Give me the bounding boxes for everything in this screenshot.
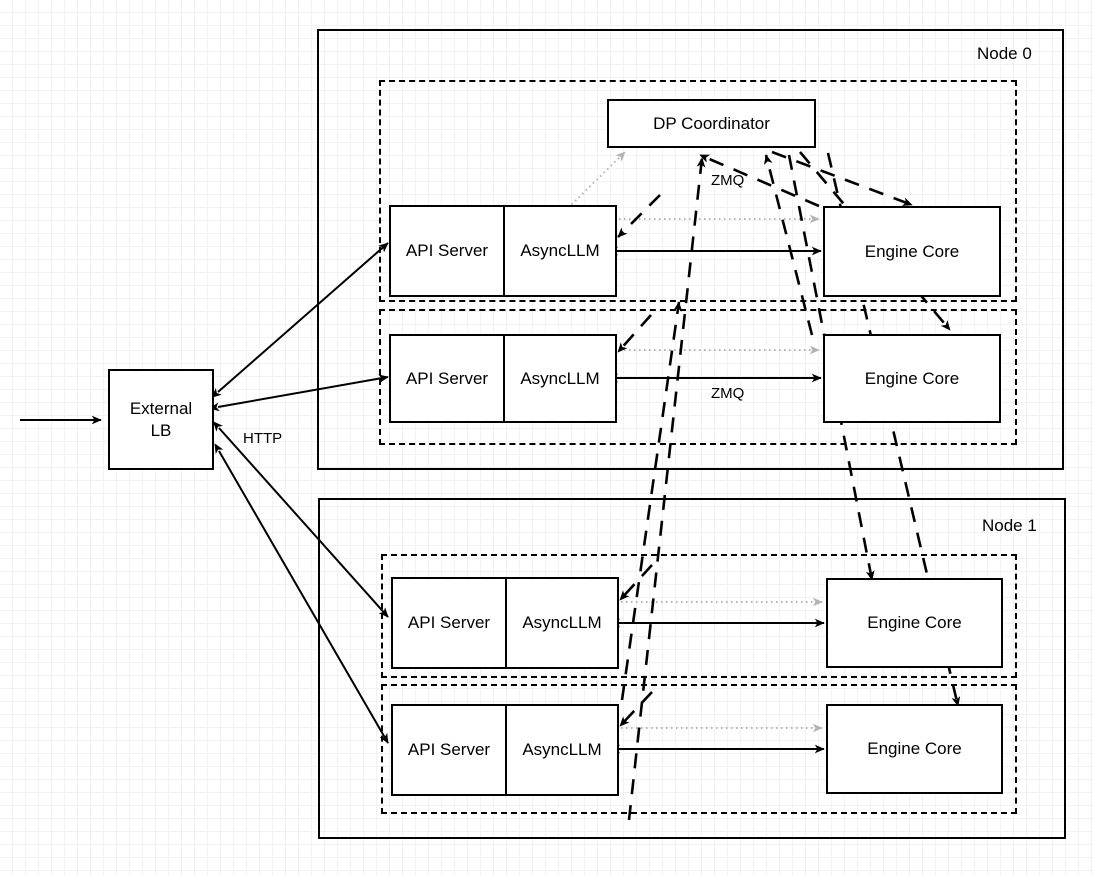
engine-core-n0r0[interactable]: Engine Core: [823, 206, 1001, 297]
engine-core-label: Engine Core: [867, 613, 962, 633]
api-server-cell-n0r0[interactable]: API Server: [391, 207, 505, 295]
edge-label-zmq-mid: ZMQ: [711, 385, 745, 402]
dp-rank-group-n0r0: [379, 80, 1017, 302]
api-server-asyncllm-n0r0[interactable]: API Server AsyncLLM: [389, 205, 617, 297]
dp-rank-group-n1r1: [381, 684, 1017, 814]
api-server-label: API Server: [407, 613, 491, 632]
engine-core-label: Engine Core: [864, 241, 960, 261]
api-server-label: API Server: [405, 368, 489, 388]
api-server-label: API Server: [405, 241, 489, 260]
api-server-cell-n0r1[interactable]: API Server: [391, 336, 505, 421]
engine-core-n0r1[interactable]: Engine Core: [823, 334, 1001, 423]
edge-label-http: HTTP: [243, 430, 283, 447]
node-label-node1: Node 1: [982, 516, 1037, 535]
asyncllm-cell-n0r1[interactable]: AsyncLLM: [505, 336, 615, 421]
external-lb-label-line1: External: [129, 399, 193, 419]
external-lb-label-line2: LB: [150, 420, 172, 440]
engine-core-n1r1[interactable]: Engine Core: [826, 704, 1003, 794]
node-frame-node1: [318, 498, 1066, 839]
api-server-asyncllm-n0r1[interactable]: API Server AsyncLLM: [389, 334, 617, 423]
engine-core-n1r0[interactable]: Engine Core: [826, 578, 1003, 668]
engine-core-label: Engine Core: [867, 739, 962, 759]
asyncllm-label: AsyncLLM: [520, 241, 600, 260]
dp-coordinator-box[interactable]: DP Coordinator: [607, 99, 816, 148]
api-server-asyncllm-n1r1[interactable]: API Server AsyncLLM: [391, 704, 619, 796]
dp-rank-group-n1r0: [381, 554, 1017, 678]
api-server-label: API Server: [407, 740, 491, 759]
asyncllm-label: AsyncLLM: [522, 740, 602, 759]
node-label-node0: Node 0: [977, 44, 1032, 63]
api-server-cell-n1r1[interactable]: API Server: [393, 706, 507, 794]
asyncllm-label: AsyncLLM: [520, 368, 600, 388]
api-server-cell-n1r0[interactable]: API Server: [393, 579, 507, 667]
asyncllm-label: AsyncLLM: [522, 613, 602, 632]
api-server-asyncllm-n1r0[interactable]: API Server AsyncLLM: [391, 577, 619, 669]
asyncllm-cell-n0r0[interactable]: AsyncLLM: [505, 207, 615, 295]
node-frame-node0: [317, 29, 1064, 470]
dp-rank-group-n0r1: [379, 309, 1017, 445]
engine-core-label: Engine Core: [864, 368, 960, 388]
external-lb-box[interactable]: External LB: [108, 369, 214, 470]
asyncllm-cell-n1r1[interactable]: AsyncLLM: [507, 706, 617, 794]
dp-coordinator-label: DP Coordinator: [653, 113, 770, 133]
edge-label-zmq-top: ZMQ: [711, 172, 745, 189]
asyncllm-cell-n1r0[interactable]: AsyncLLM: [507, 579, 617, 667]
